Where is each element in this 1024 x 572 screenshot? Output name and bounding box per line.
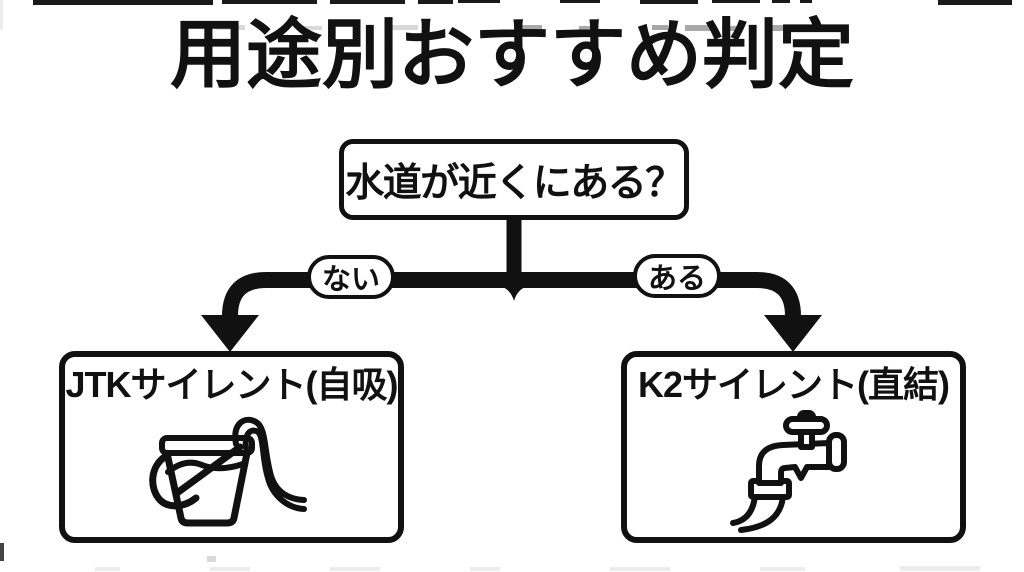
- result-box-left: JTKサイレント(自吸): [59, 351, 404, 543]
- result-label-right: K2サイレント(直結): [638, 364, 950, 405]
- junction-fillet: [496, 280, 532, 301]
- branch-label-no: ない: [321, 264, 380, 296]
- decision-box: 水道が近くにある？: [339, 139, 689, 220]
- arrowhead-right-icon: [764, 315, 822, 352]
- branch-pill-yes: ある: [633, 254, 721, 298]
- faucet-with-hose-icon: [627, 405, 960, 537]
- branch-pill-no: ない: [307, 255, 395, 299]
- result-box-right: K2サイレント(直結): [621, 351, 966, 543]
- bucket-with-hose-icon: [65, 405, 398, 537]
- page-title: 用途別おすすめ判定: [170, 13, 854, 98]
- arrowhead-left-icon: [201, 315, 259, 352]
- result-label-left: JTKサイレント(自吸): [65, 364, 399, 405]
- decision-question: 水道が近くにある？: [345, 161, 684, 205]
- branch-label-yes: ある: [647, 263, 706, 295]
